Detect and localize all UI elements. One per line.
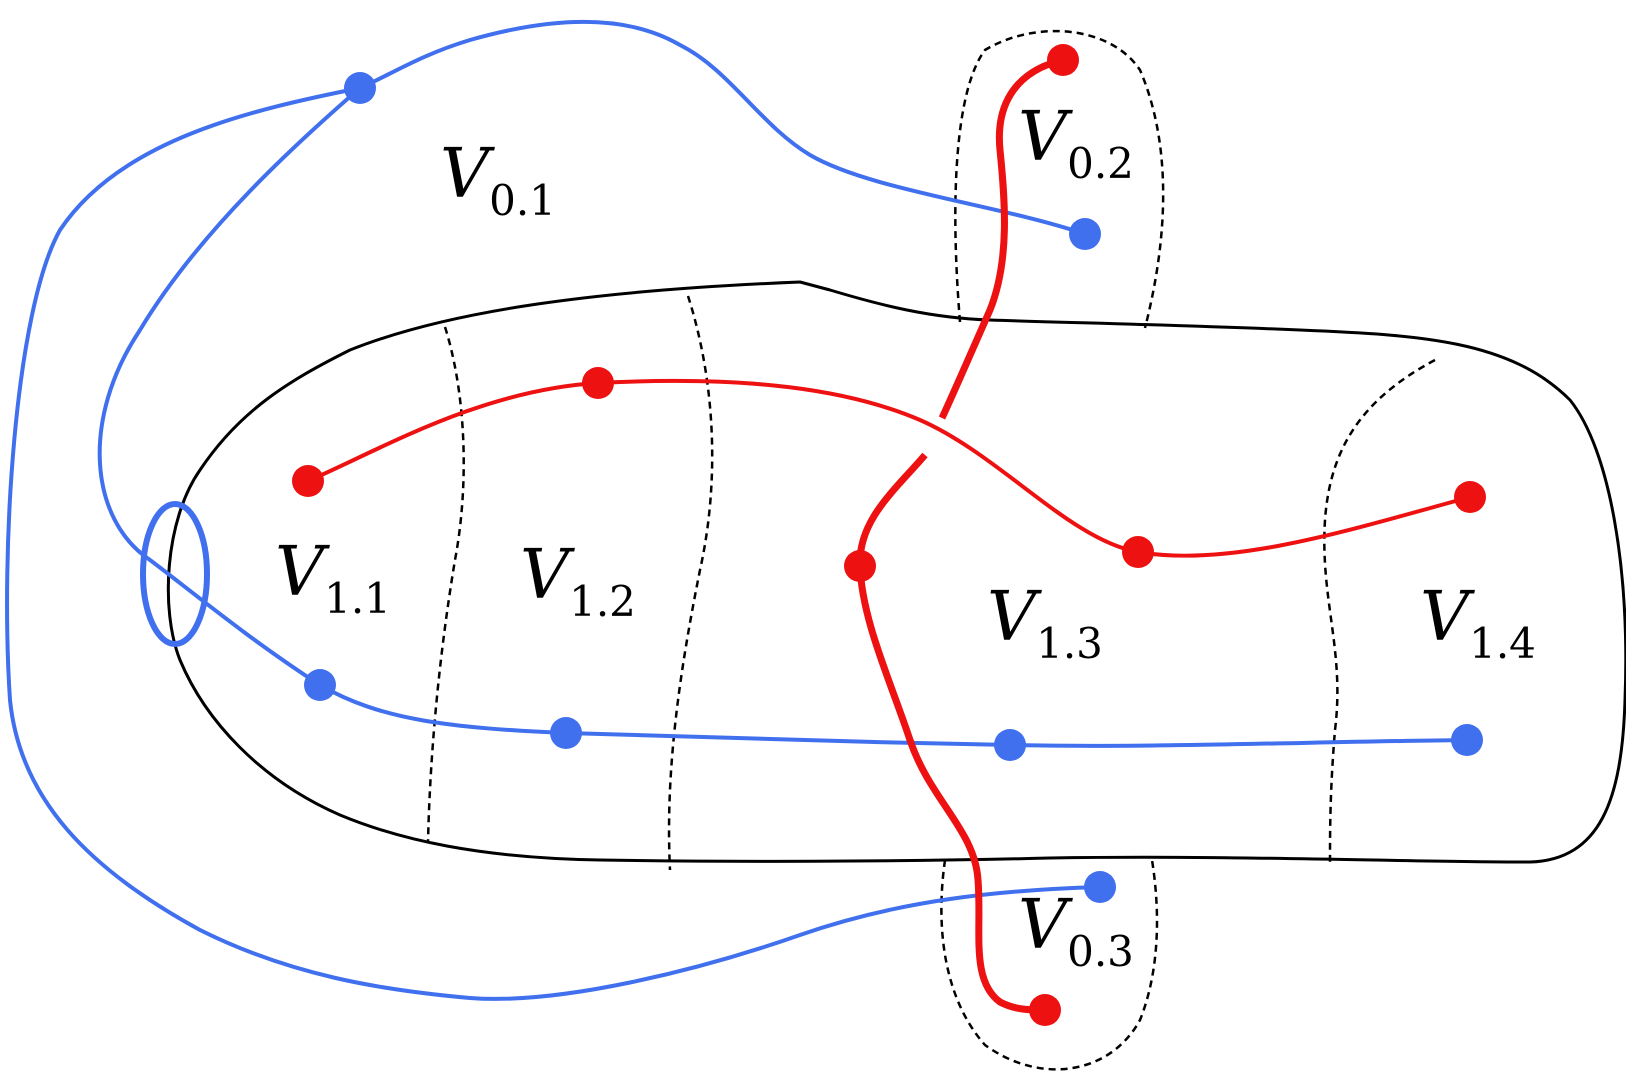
red-node [582, 367, 614, 399]
red-paths [307, 56, 1471, 1014]
blue-path-inner-loop [97, 86, 362, 687]
red-node [844, 550, 876, 582]
label-v11: V1.1 [275, 533, 391, 623]
blue-node [1069, 218, 1101, 250]
label-v01: V0.1 [440, 135, 556, 225]
divider-v13-v14 [1323, 358, 1436, 863]
label-v14: V1.4 [1420, 578, 1536, 668]
blue-node [550, 717, 582, 749]
label-v02: V0.2 [1018, 98, 1134, 188]
blue-path-bottom [318, 683, 1468, 748]
blue-path-top [359, 19, 1086, 236]
divider-v11-v12 [426, 326, 465, 844]
blue-path-outer-loop [5, 86, 1101, 1001]
region-v03-boundary [940, 859, 1159, 1071]
blue-nodes [304, 72, 1483, 903]
label-v12: V1.2 [520, 536, 636, 626]
red-node [1047, 44, 1079, 76]
red-node [1454, 481, 1486, 513]
region-v1-outline [166, 280, 1626, 864]
blue-node [994, 729, 1026, 761]
red-path-vertical-lower [856, 452, 1046, 1014]
blue-paths [5, 19, 1468, 1001]
region-v02-boundary [954, 29, 1165, 329]
label-v13: V1.3 [987, 578, 1103, 668]
red-path-vertical-upper [938, 56, 1064, 420]
red-path-horizontal [307, 378, 1471, 558]
blue-node [304, 669, 336, 701]
blue-node [344, 72, 376, 104]
red-node [1122, 536, 1154, 568]
red-node [1029, 994, 1061, 1026]
blue-node [1451, 724, 1483, 756]
label-v03: V0.3 [1018, 886, 1134, 976]
blue-ring [140, 501, 210, 647]
blue-node [1084, 871, 1116, 903]
red-nodes [292, 44, 1486, 1026]
red-node [292, 465, 324, 497]
